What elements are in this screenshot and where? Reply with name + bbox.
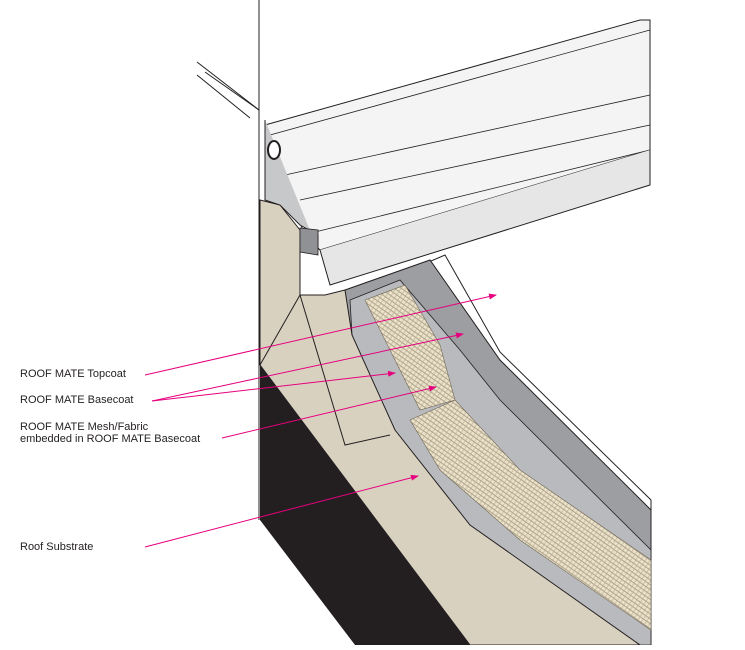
label-topcoat: ROOF MATE Topcoat	[20, 368, 126, 380]
leader-topcoat	[144, 293, 497, 376]
substrate-edge-lines	[259, 294, 391, 446]
mesh-fabric-horizontal	[409, 399, 652, 631]
label-basecoat: ROOF MATE Basecoat	[20, 394, 134, 406]
leader-basecoat-1	[151, 332, 464, 402]
leader-basecoat-2	[151, 370, 396, 402]
leader-mesh	[221, 385, 437, 439]
label-mesh-line2: embedded in ROOF MATE Basecoat	[20, 433, 201, 445]
label-mesh-line1: ROOF MATE Mesh/Fabric	[20, 421, 149, 433]
leader-lines	[144, 293, 497, 548]
metal-coping	[264, 19, 651, 286]
label-substrate: Roof Substrate	[20, 541, 94, 553]
parapet-wall	[196, 0, 260, 119]
leader-substrate	[144, 474, 419, 548]
dark-wall-base	[260, 365, 470, 645]
